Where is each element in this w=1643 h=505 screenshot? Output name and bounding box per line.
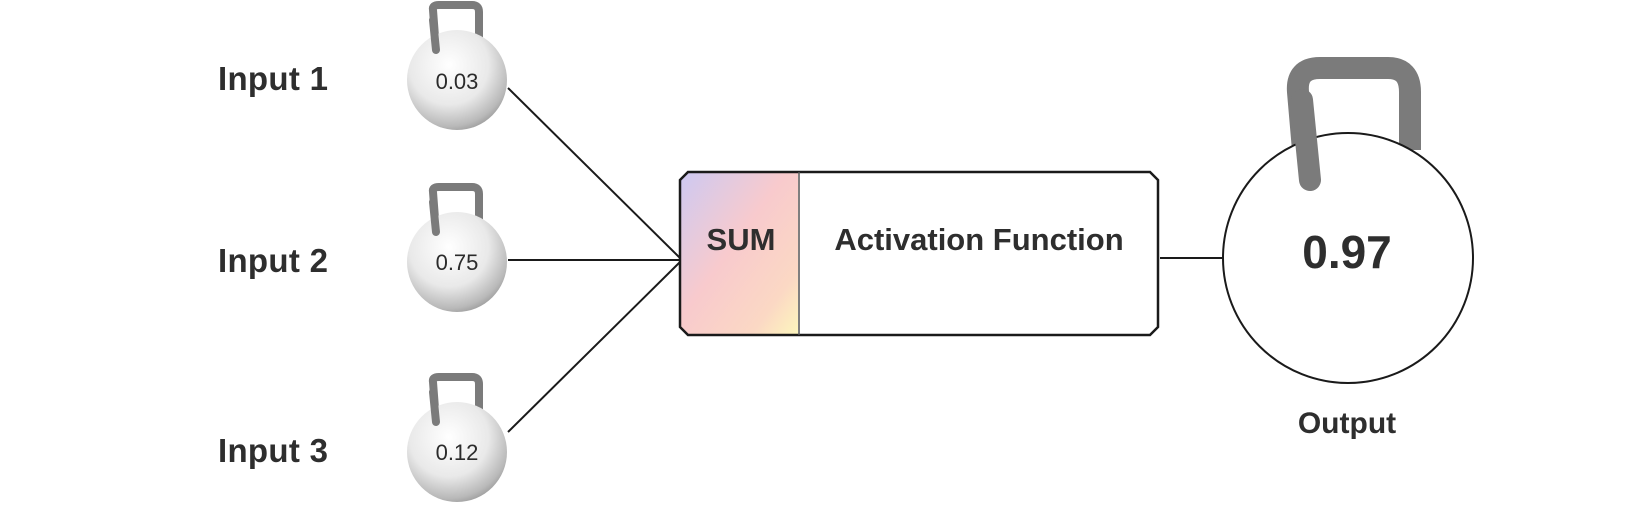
input-label-1: Input 1 — [218, 60, 329, 97]
activation-function-label: Activation Function — [834, 222, 1124, 257]
output-value: 0.97 — [1302, 226, 1392, 278]
kettlebell-icon — [407, 1, 507, 130]
output-kettlebell-icon — [1222, 57, 1474, 384]
input-label-2: Input 2 — [218, 242, 329, 279]
connector-input-1 — [507, 87, 681, 259]
neuron-box-outline — [678, 170, 1160, 337]
weight-value-3: 0.12 — [436, 440, 479, 465]
output-label: Output — [1297, 407, 1397, 440]
sum-section — [680, 172, 798, 335]
kettlebell-icon — [407, 373, 507, 502]
input-label-3: Input 3 — [218, 432, 329, 469]
weight-value-1: 0.03 — [436, 69, 479, 94]
weight-value-2: 0.75 — [436, 250, 479, 275]
output-circle — [1222, 132, 1474, 384]
kettlebell-icon — [407, 183, 507, 312]
sum-label: SUM — [706, 222, 776, 257]
connector-input-3 — [507, 261, 681, 433]
neuron-box — [678, 170, 1160, 337]
